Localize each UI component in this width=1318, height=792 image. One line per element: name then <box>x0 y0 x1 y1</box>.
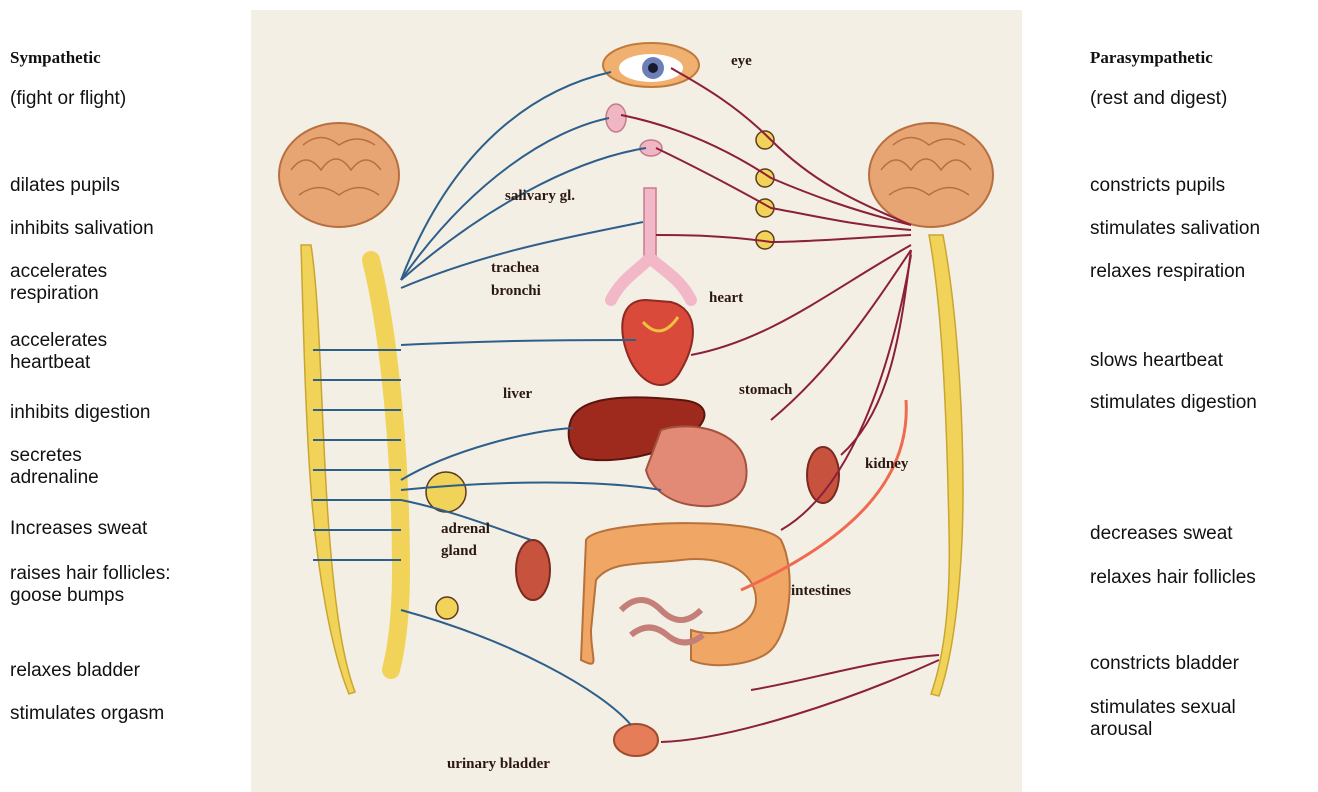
left-brain <box>279 123 399 227</box>
sympathetic-effect: Increases sweat <box>10 518 147 540</box>
sympathetic-title: Sympathetic <box>10 48 101 68</box>
sympathetic-effect: dilates pupils <box>10 175 120 197</box>
right-brain <box>869 123 993 227</box>
sympathetic-subtitle: (fight or flight) <box>10 88 126 110</box>
parasympathetic-effect: constricts bladder <box>1090 653 1239 675</box>
eye-illustration <box>603 43 699 87</box>
parasympathetic-effect: relaxes respiration <box>1090 261 1245 283</box>
label-salivary-gland: salivary gl. <box>505 188 575 204</box>
label-urinary-bladder: urinary bladder <box>447 756 550 772</box>
parasympathetic-effect: decreases sweat <box>1090 523 1233 545</box>
autonomic-nervous-system-diagram: eye salivary gl. trachea bronchi heart l… <box>251 10 1022 792</box>
label-heart: heart <box>709 290 743 306</box>
sympathetic-effect: accelerates respiration <box>10 261 160 305</box>
label-intestines: intestines <box>791 583 851 599</box>
sympathetic-effect: secretes adrenaline <box>10 445 150 489</box>
label-eye: eye <box>731 53 752 69</box>
stomach-illustration <box>646 426 747 506</box>
label-kidney: kidney <box>865 456 909 472</box>
sympathetic-effect: inhibits digestion <box>10 402 150 424</box>
label-stomach: stomach <box>739 382 793 398</box>
parasympathetic-effect: relaxes hair follicles <box>1090 567 1256 589</box>
urinary-bladder-illustration <box>614 724 658 756</box>
sympathetic-effect: raises hair follicles: goose bumps <box>10 563 175 607</box>
salivary-glands <box>606 104 662 156</box>
left-kidney <box>516 540 550 600</box>
trachea-bronchi <box>611 188 691 300</box>
parasympathetic-effect: stimulates salivation <box>1090 218 1260 240</box>
sympathetic-effect: relaxes bladder <box>10 660 140 682</box>
right-spinal-cord <box>929 235 963 696</box>
label-gland: gland <box>441 543 478 559</box>
label-adrenal: adrenal <box>441 521 490 537</box>
sympathetic-effect: stimulates orgasm <box>10 703 164 725</box>
right-kidney <box>807 447 839 503</box>
label-liver: liver <box>503 386 532 402</box>
sympathetic-chain <box>371 260 401 670</box>
label-trachea: trachea <box>491 260 540 276</box>
parasympathetic-effect: stimulates digestion <box>1090 392 1257 414</box>
parasympathetic-effect: stimulates sexual arousal <box>1090 697 1290 741</box>
label-bronchi: bronchi <box>491 283 541 299</box>
intestines-illustration <box>581 523 790 665</box>
parasympathetic-title: Parasympathetic <box>1090 48 1213 68</box>
sympathetic-effect: inhibits salivation <box>10 218 154 240</box>
sympathetic-effect: accelerates heartbeat <box>10 330 160 374</box>
parasympathetic-effect: slows heartbeat <box>1090 350 1223 372</box>
parasympathetic-subtitle: (rest and digest) <box>1090 88 1227 110</box>
diagram-svg: eye salivary gl. trachea bronchi heart l… <box>251 10 1022 792</box>
heart-illustration <box>622 300 693 385</box>
parasympathetic-effect: constricts pupils <box>1090 175 1225 197</box>
